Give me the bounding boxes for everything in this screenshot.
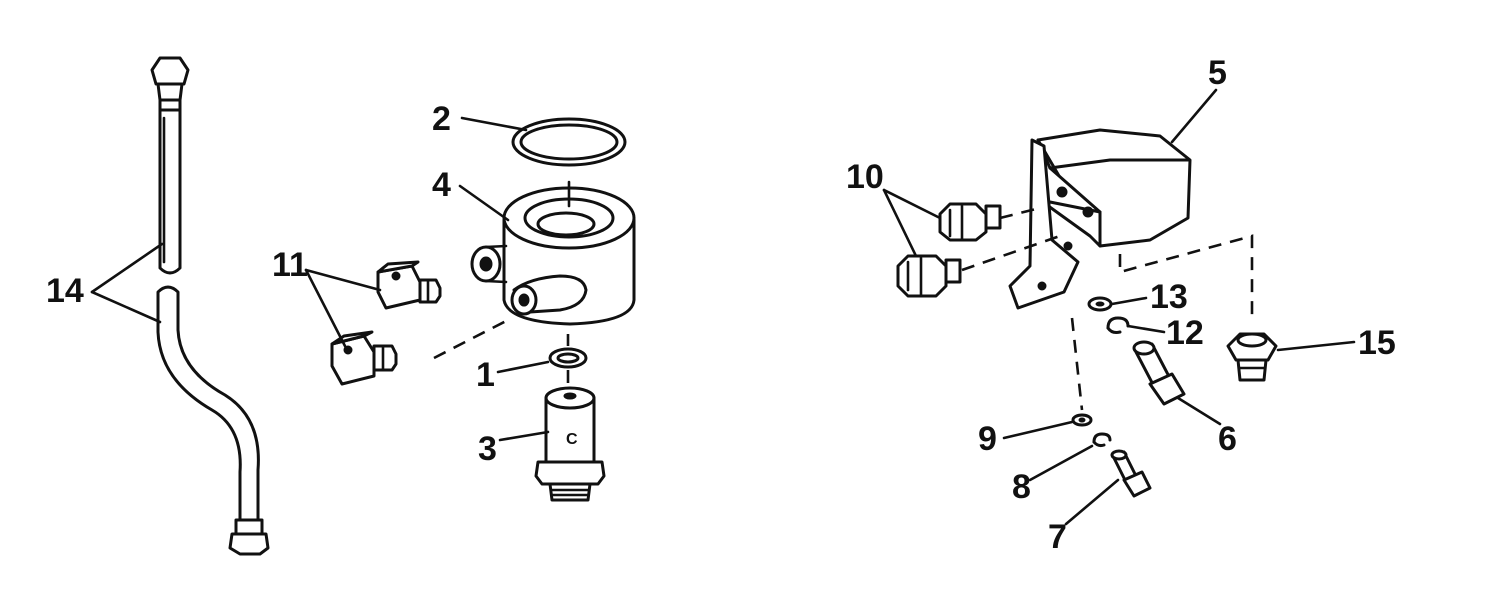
- callout-14: 14: [46, 272, 84, 310]
- part-10-connector-upper: [938, 202, 1002, 242]
- callout-11: 11: [272, 246, 308, 284]
- callout-12: 12: [1166, 314, 1204, 352]
- part-5-filter-bracket: [1008, 128, 1192, 310]
- callout-15: 15: [1358, 324, 1396, 362]
- callouts: 14 11 2 4 1 3 5 10 13 12 15 6 9 8 7: [46, 54, 1396, 556]
- callout-9: 9: [978, 420, 997, 458]
- part-11-elbow-fitting-upper: [376, 260, 442, 310]
- callout-6: 6: [1218, 420, 1237, 458]
- callout-3: 3: [478, 430, 497, 468]
- part-12-lockwasher: [1106, 316, 1130, 334]
- callout-8: 8: [1012, 468, 1031, 506]
- callout-2: 2: [432, 100, 451, 138]
- callout-13: 13: [1150, 278, 1188, 316]
- part-10-connector-lower: [896, 254, 962, 298]
- callout-10: 10: [846, 158, 884, 196]
- part-3-letter: C: [566, 431, 578, 448]
- callout-7: 7: [1048, 518, 1067, 556]
- part-13-washer: [1087, 296, 1113, 312]
- part-15-fitting: [1226, 332, 1278, 382]
- part-2-o-ring: [511, 117, 627, 167]
- part-8-lockwasher: [1092, 432, 1112, 448]
- part-7-screw: [1110, 449, 1152, 498]
- leader-lines: [90, 88, 1356, 526]
- part-1-seal: [548, 347, 588, 369]
- part-14-oil-line: [150, 56, 270, 556]
- callout-5: 5: [1208, 54, 1227, 92]
- part-9-washer: [1071, 413, 1093, 427]
- callout-4: 4: [432, 166, 451, 204]
- alignment-lines: [433, 206, 1254, 411]
- part-3-sender: C: [534, 386, 606, 502]
- part-4-adaptor-housing: [470, 180, 636, 326]
- callout-1: 1: [476, 356, 495, 394]
- part-6-bolt: [1132, 340, 1186, 406]
